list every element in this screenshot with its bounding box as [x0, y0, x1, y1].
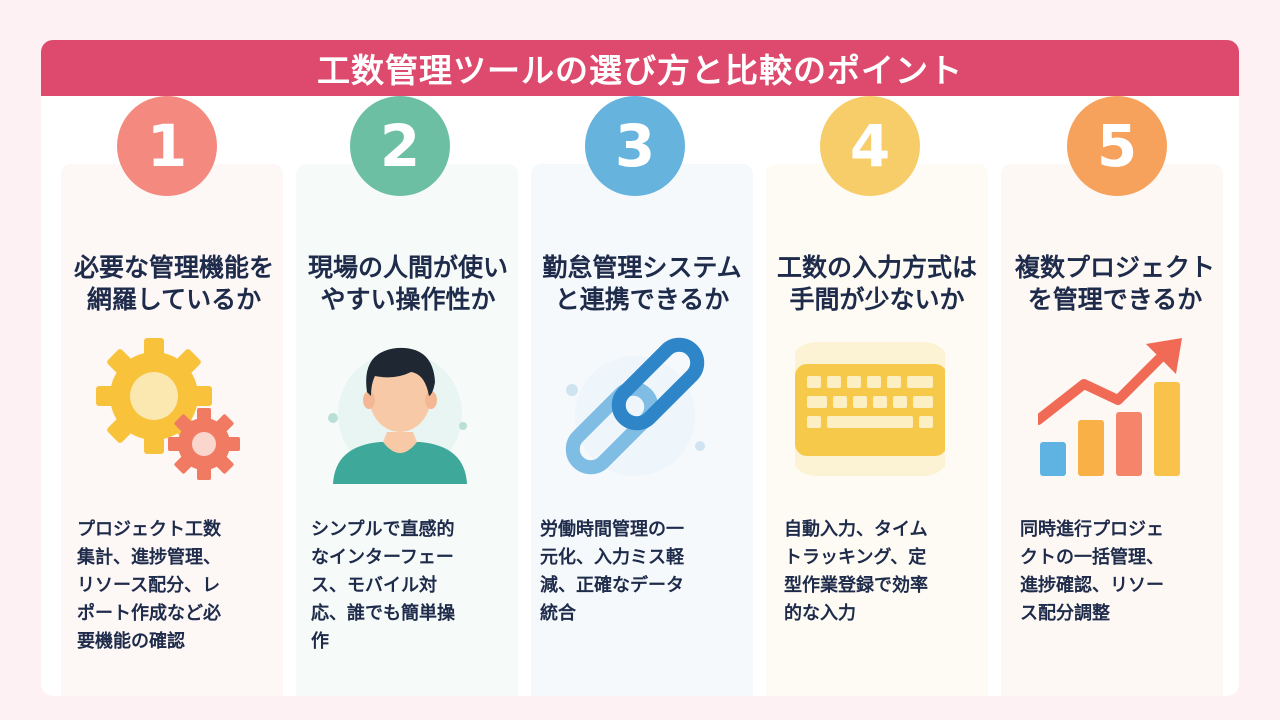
step-title-4: 工数の入力方式は 手間が少ないか	[776, 253, 977, 314]
step-title-1: 必要な管理機能を 網羅しているか	[73, 253, 274, 314]
step-number-4: 4	[820, 96, 920, 196]
step-desc-2: シンプルで直感的 なインターフェー ス、モバイル対 応、誰でも簡単操 作	[311, 519, 455, 652]
step-number-1: 1	[117, 96, 217, 196]
step-title-2: 現場の人間が使い やすい操作性か	[307, 253, 508, 314]
step-number-2: 2	[350, 96, 450, 196]
step-title-5: 複数プロジェクト を管理できるか	[1014, 253, 1215, 314]
person-icon	[328, 347, 467, 484]
title-banner: 工数管理ツールの選び方と比較のポイント	[41, 40, 1239, 96]
step-desc-4: 自動入力、タイム トラッキング、定 型作業登録で効率 的な入力	[784, 519, 928, 624]
column-panel-5	[1001, 164, 1223, 696]
chain-link-icon	[565, 337, 705, 476]
step-number-3: 3	[585, 96, 685, 196]
growth-chart-icon	[1038, 338, 1182, 476]
step-desc-1: プロジェクト工数 集計、進捗管理、 リソース配分、レ ポート作成など必 要機能の…	[77, 519, 221, 652]
page-title: 工数管理ツールの選び方と比較のポイント	[317, 51, 963, 90]
keyboard-icon	[795, 342, 945, 476]
gears-icon	[96, 338, 240, 480]
step-title-3: 勤怠管理システム と連携できるか	[542, 253, 742, 314]
step-desc-3: 労働時間管理の一 元化、入力ミス軽 減、正確なデータ 統合	[540, 519, 684, 624]
step-number-5: 5	[1067, 96, 1167, 196]
step-desc-5: 同時進行プロジェ クトの一括管理、 進捗確認、リソー ス配分調整	[1020, 519, 1164, 624]
